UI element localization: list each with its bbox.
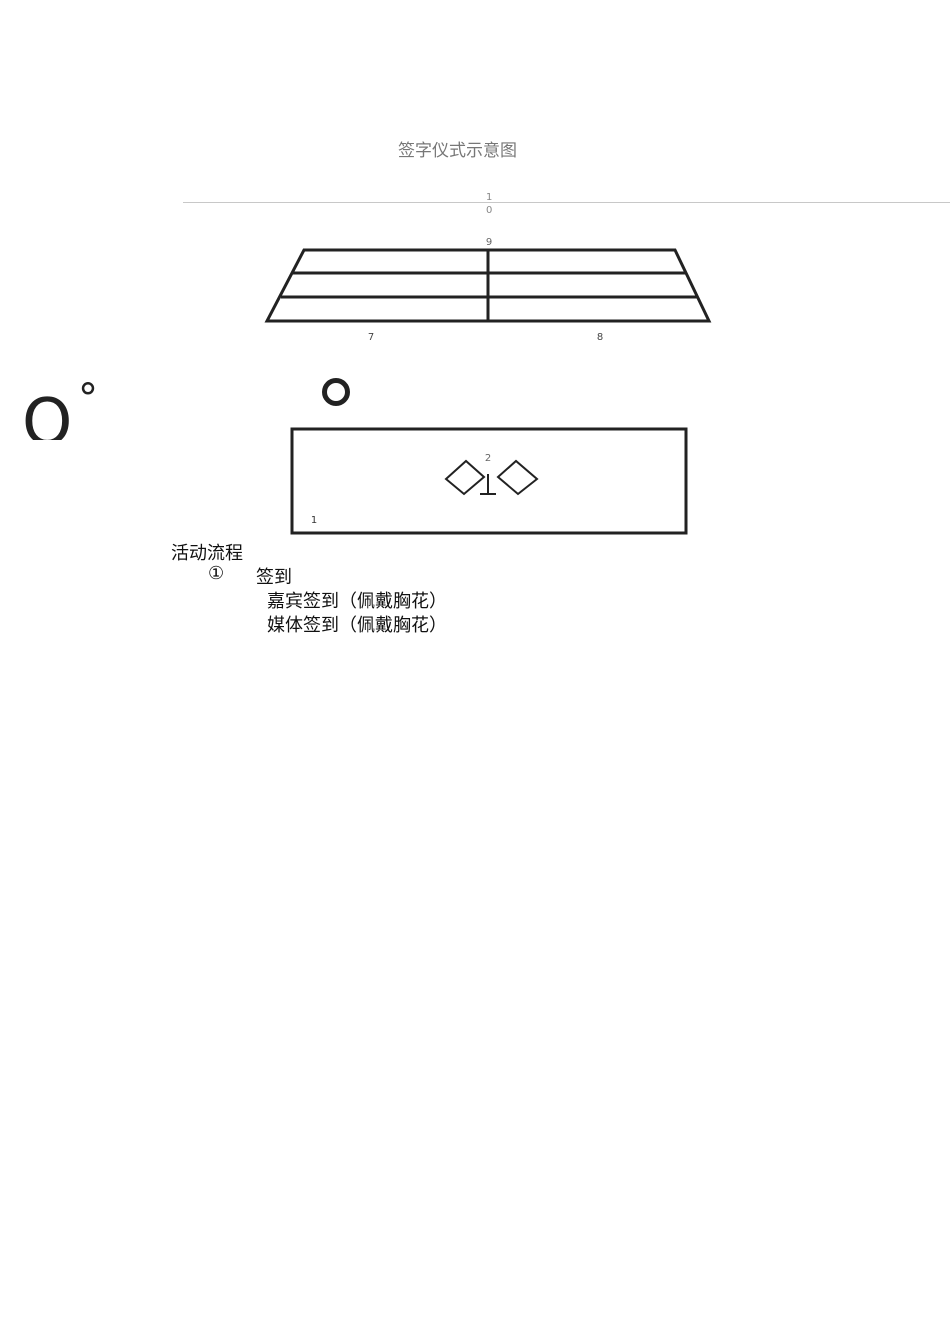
diagram-title: 签字仪式示意图 — [398, 141, 517, 161]
label-7: 7 — [368, 332, 374, 343]
seating-platform — [264, 248, 712, 323]
list-item: 嘉宾签到（佩戴胸花） — [267, 591, 447, 612]
flag-right-icon — [496, 459, 539, 496]
horizontal-rule — [183, 202, 950, 203]
stray-degree-glyph: ° — [78, 376, 98, 422]
flag-left-icon — [444, 459, 486, 496]
label-8: 8 — [597, 332, 603, 343]
step-label: 签到 — [256, 567, 292, 588]
stray-large-glyph: O — [22, 386, 73, 440]
crossed-flags-icon — [444, 459, 539, 496]
stray-ring-mark — [322, 378, 350, 406]
label-10-bottom: 0 — [486, 205, 493, 216]
step-number: ① — [208, 563, 225, 584]
label-1: 1 — [311, 515, 317, 526]
list-item: 媒体签到（佩戴胸花） — [267, 615, 447, 636]
label-9: 9 — [486, 237, 492, 248]
label-10-top: 1 — [486, 192, 493, 203]
label-2: 2 — [485, 453, 491, 464]
signing-table — [290, 427, 688, 535]
section-heading: 活动流程 — [171, 543, 243, 564]
platform-outline — [264, 248, 712, 323]
